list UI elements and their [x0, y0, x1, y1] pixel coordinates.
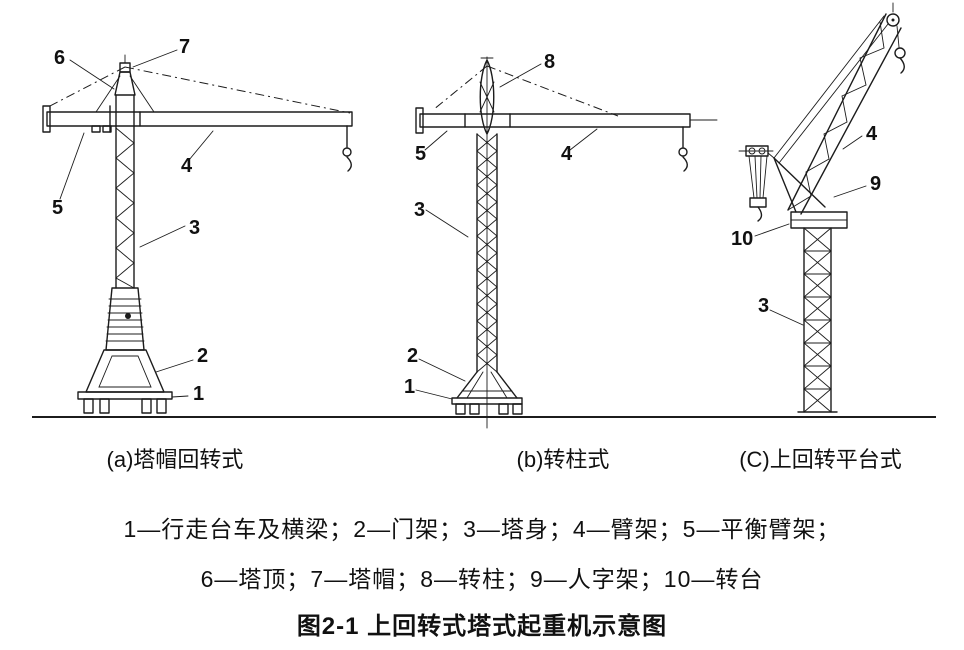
figure-title: 图2-1 上回转式塔式起重机示意图 — [296, 613, 668, 640]
part-label-3: 3 — [189, 217, 200, 239]
caption-crane-b: (b)转柱式 — [516, 447, 610, 472]
part-label-5: 5 — [52, 197, 63, 219]
crane-c-drawing: 4 9 10 3 — [731, 2, 906, 413]
part-label-10: 10 — [731, 228, 753, 250]
part-label-3: 3 — [758, 295, 769, 317]
caption-crane-c: (C)上回转平台式 — [739, 447, 902, 472]
part-label-3: 3 — [414, 199, 425, 221]
legend-line-1: 1—行走台车及横梁；2—门架；3—塔身；4—臂架；5—平衡臂架； — [123, 516, 841, 542]
part-label-6: 6 — [54, 47, 65, 69]
crane-b-drawing: 8 5 4 3 2 1 — [404, 51, 718, 429]
part-label-4: 4 — [866, 123, 878, 145]
part-label-8: 8 — [544, 51, 555, 73]
part-label-5: 5 — [415, 143, 426, 165]
part-label-1: 1 — [404, 376, 415, 398]
part-label-2: 2 — [407, 345, 418, 367]
legend-line-2: 6—塔顶；7—塔帽；8—转柱；9—人字架；10—转台 — [200, 566, 764, 592]
part-label-1: 1 — [193, 383, 204, 405]
part-label-4: 4 — [561, 143, 573, 165]
part-label-9: 9 — [870, 173, 881, 195]
part-label-7: 7 — [179, 36, 190, 58]
crane-a-drawing: 6 7 5 4 3 2 1 — [42, 36, 353, 414]
crane-diagram: 6 7 5 4 3 2 1 — [32, 2, 936, 429]
caption-crane-a: (a)塔帽回转式 — [106, 447, 244, 472]
part-label-4: 4 — [181, 155, 193, 177]
part-label-2: 2 — [197, 345, 208, 367]
